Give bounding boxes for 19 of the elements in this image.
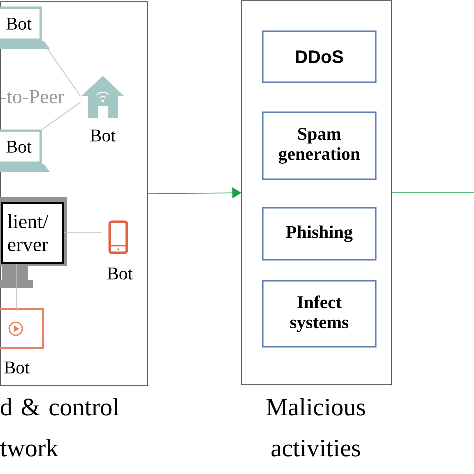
panel-caption: Malicious activities	[266, 398, 366, 457]
laptop-bot: Bot	[0, 130, 50, 172]
connector-line	[16, 264, 18, 312]
node-label: Bot	[90, 130, 116, 142]
laptop-bot: Bot	[0, 6, 50, 49]
connector-line	[42, 102, 82, 130]
connector-line	[392, 192, 474, 194]
activity-box: Infect systems	[262, 280, 377, 348]
monitor-server: lient/ erver	[0, 197, 67, 288]
node-label: Bot	[108, 268, 133, 280]
tablet-bot: Bot	[0, 308, 44, 374]
panel-caption: d & control twork	[0, 398, 120, 457]
connector-line	[64, 232, 102, 234]
phone-bot: Bot	[108, 220, 133, 280]
activity-box: Spam generation	[262, 112, 377, 180]
activity-box: DDoS	[262, 30, 377, 84]
activity-box: Phishing	[262, 207, 377, 261]
node-label: Bot	[4, 362, 30, 374]
house-bot: Bot	[82, 76, 124, 142]
